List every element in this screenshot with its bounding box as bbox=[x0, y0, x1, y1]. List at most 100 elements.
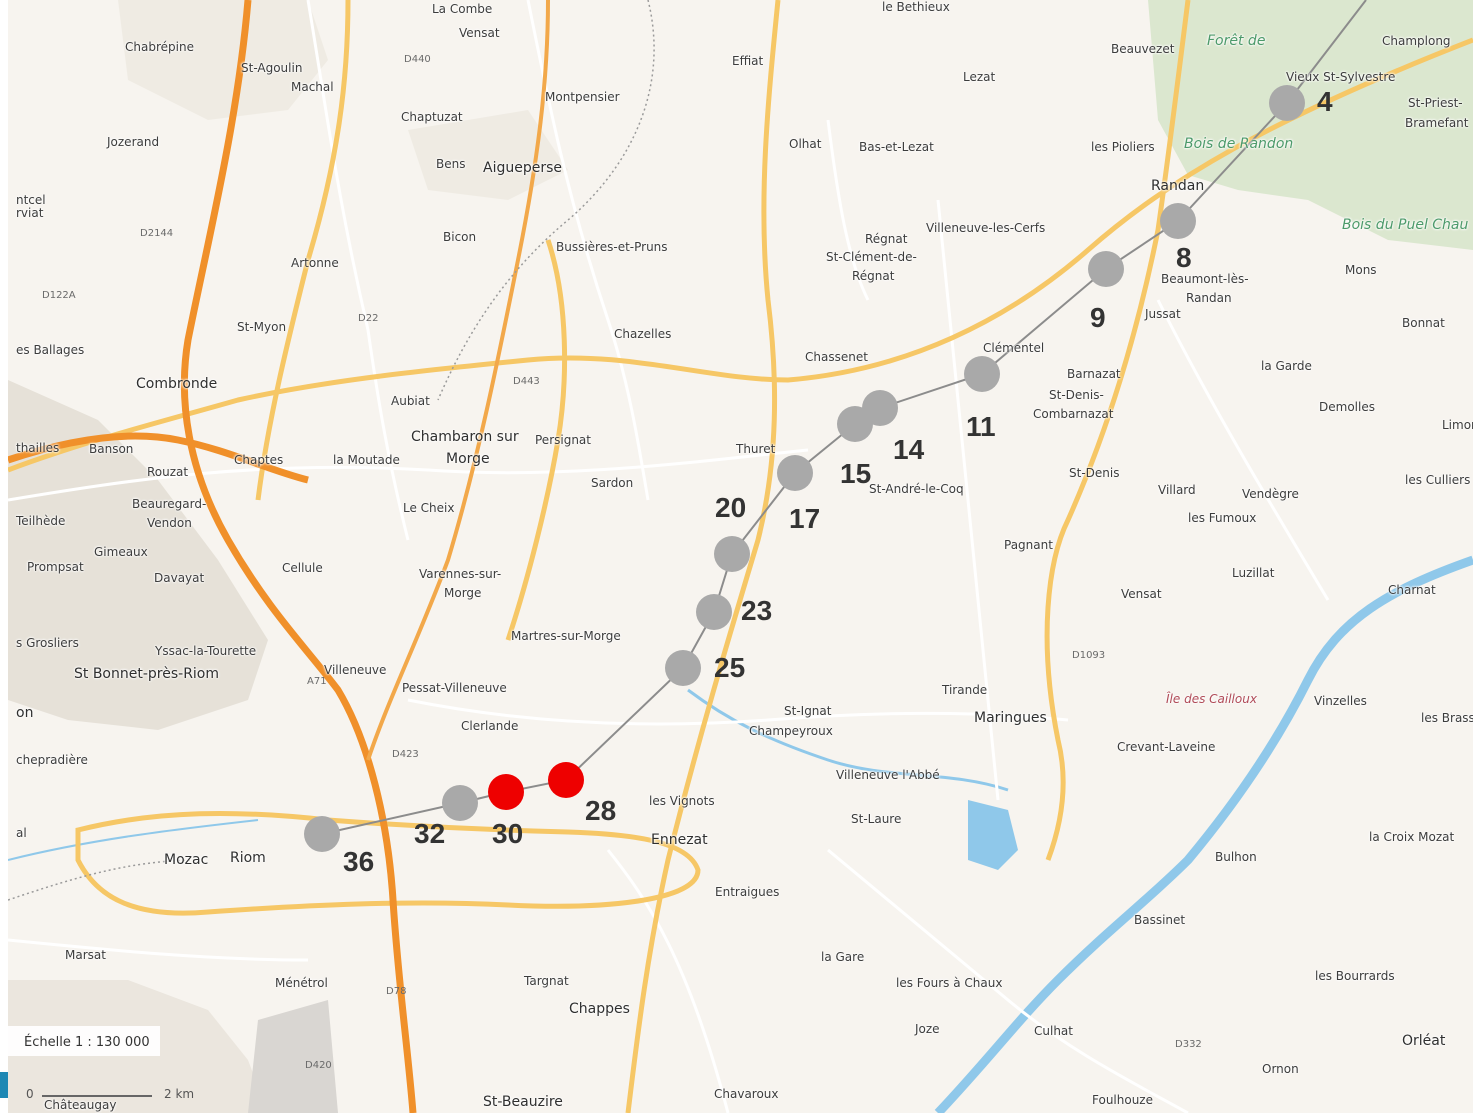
place-label: Crevant-Laveine bbox=[1117, 740, 1216, 754]
map-canvas[interactable] bbox=[8, 0, 1473, 1113]
place-label: Bas-et-Lezat bbox=[859, 140, 934, 154]
place-label: Foulhouze bbox=[1092, 1093, 1153, 1107]
place-label: Île des Cailloux bbox=[1166, 692, 1257, 706]
route-stop-marker[interactable] bbox=[696, 594, 732, 630]
route-stop-marker-highlighted[interactable] bbox=[548, 762, 584, 798]
place-label: chepradière bbox=[16, 753, 88, 767]
place-label: les Brasse bbox=[1421, 711, 1473, 725]
place-label: rviat bbox=[16, 206, 44, 220]
place-label: les Fumoux bbox=[1188, 511, 1257, 525]
scale-ratio-box: Échelle 1 : 130 000 bbox=[8, 1026, 160, 1056]
scale-bar-line bbox=[42, 1095, 152, 1097]
secondary-roads bbox=[8, 0, 1330, 1113]
place-label: Montpensier bbox=[545, 90, 620, 104]
place-label: Jozerand bbox=[107, 135, 160, 149]
place-label: Randan bbox=[1186, 291, 1232, 305]
place-label: St-Ignat bbox=[784, 704, 832, 718]
scale-bar-zero: 0 bbox=[26, 1087, 34, 1101]
place-label: Bussières-et-Pruns bbox=[556, 240, 668, 254]
place-label: Targnat bbox=[524, 974, 569, 988]
stop-number-label: 15 bbox=[840, 458, 872, 489]
place-label: Beauregard- bbox=[132, 497, 207, 511]
place-label: Bonnat bbox=[1402, 316, 1445, 330]
place-label: es Ballages bbox=[16, 343, 85, 357]
place-label: Barnazat bbox=[1067, 367, 1121, 381]
place-label: Joze bbox=[915, 1022, 940, 1036]
place-label: Aubiat bbox=[391, 394, 430, 408]
stop-number-label: 4 bbox=[1317, 86, 1333, 117]
place-label: Ennezat bbox=[651, 832, 708, 848]
place-label: Entraigues bbox=[715, 885, 780, 899]
route-stop-marker[interactable] bbox=[665, 650, 701, 686]
place-label: Forêt de bbox=[1207, 33, 1266, 49]
place-label: Chappes bbox=[569, 1001, 630, 1017]
place-label: Vinzelles bbox=[1314, 694, 1367, 708]
place-label: Combronde bbox=[136, 376, 218, 392]
place-label: Vensat bbox=[1121, 587, 1162, 601]
place-label: les Bourrards bbox=[1315, 969, 1395, 983]
place-label: Artonne bbox=[291, 256, 339, 270]
place-label: Chazelles bbox=[614, 327, 672, 341]
place-label: Martres-sur-Morge bbox=[511, 629, 621, 643]
stop-number-label: 14 bbox=[893, 434, 925, 465]
stop-number-label: 28 bbox=[585, 795, 617, 826]
place-label: Combarnazat bbox=[1033, 407, 1114, 421]
place-label: Luzillat bbox=[1232, 566, 1275, 580]
place-label: ntcel bbox=[16, 193, 46, 207]
road-label: D332 bbox=[1175, 1039, 1202, 1050]
place-label: Mozac bbox=[164, 852, 209, 868]
place-label: Jussat bbox=[1145, 307, 1181, 321]
route-stop-marker[interactable] bbox=[777, 455, 813, 491]
place-label: Persignat bbox=[535, 433, 591, 447]
route-stop-marker[interactable] bbox=[1269, 85, 1305, 121]
place-label: Vensat bbox=[459, 26, 500, 40]
place-label: Chambaron sur bbox=[411, 429, 519, 445]
place-label: Davayat bbox=[154, 571, 205, 585]
place-label: Thuret bbox=[736, 442, 776, 456]
place-label: la Moutade bbox=[333, 453, 400, 467]
place-label: Effiat bbox=[732, 54, 764, 68]
place-label: Chabrépine bbox=[125, 40, 194, 54]
stop-number-label: 17 bbox=[789, 503, 821, 534]
route-stop-marker[interactable] bbox=[714, 536, 750, 572]
stop-number-label: 25 bbox=[714, 652, 746, 683]
place-label: Teilhède bbox=[16, 514, 66, 528]
side-panel-tab[interactable] bbox=[0, 1072, 8, 1098]
place-label: les Culliers bbox=[1405, 473, 1471, 487]
place-label: St-Denis bbox=[1069, 466, 1120, 480]
place-label: St-Myon bbox=[237, 320, 287, 334]
motorway bbox=[8, 0, 550, 1113]
place-label: Pessat-Villeneuve bbox=[402, 681, 507, 695]
road-label: D2144 bbox=[140, 228, 174, 239]
place-label: Riom bbox=[230, 850, 266, 866]
route-stop-marker[interactable] bbox=[304, 816, 340, 852]
place-label: Rouzat bbox=[147, 465, 189, 479]
place-label: St-Priest- bbox=[1408, 96, 1463, 110]
place-label: Bicon bbox=[443, 230, 477, 244]
place-label: Pagnant bbox=[1004, 538, 1053, 552]
road-label: D122A bbox=[42, 290, 76, 301]
place-label: Bois du Puel Chau bbox=[1342, 217, 1469, 233]
road-label: D440 bbox=[404, 54, 431, 65]
stop-number-label: 11 bbox=[966, 411, 996, 442]
road-label: D22 bbox=[358, 313, 379, 324]
route-stop-marker[interactable] bbox=[1088, 251, 1124, 287]
place-label: Régnat bbox=[852, 269, 895, 283]
place-label: St-Denis- bbox=[1049, 388, 1104, 402]
place-label: la Gare bbox=[821, 950, 865, 964]
place-label: Culhat bbox=[1034, 1024, 1073, 1038]
place-label: s Grosliers bbox=[16, 636, 79, 650]
place-label: Clémentel bbox=[983, 341, 1045, 355]
place-label: St-Agoulin bbox=[241, 61, 303, 75]
route-stop-marker[interactable] bbox=[837, 406, 873, 442]
route-stop-marker[interactable] bbox=[964, 356, 1000, 392]
place-label: Villeneuve-les-Cerfs bbox=[926, 221, 1046, 235]
road-label: D1093 bbox=[1072, 650, 1106, 661]
place-label: Ornon bbox=[1262, 1062, 1299, 1076]
route-stop-marker-highlighted[interactable] bbox=[488, 774, 524, 810]
place-label: Champlong bbox=[1382, 34, 1451, 48]
route-stop-marker[interactable] bbox=[1160, 203, 1196, 239]
route-stop-marker[interactable] bbox=[442, 785, 478, 821]
place-label: la Croix Mozat bbox=[1369, 830, 1455, 844]
